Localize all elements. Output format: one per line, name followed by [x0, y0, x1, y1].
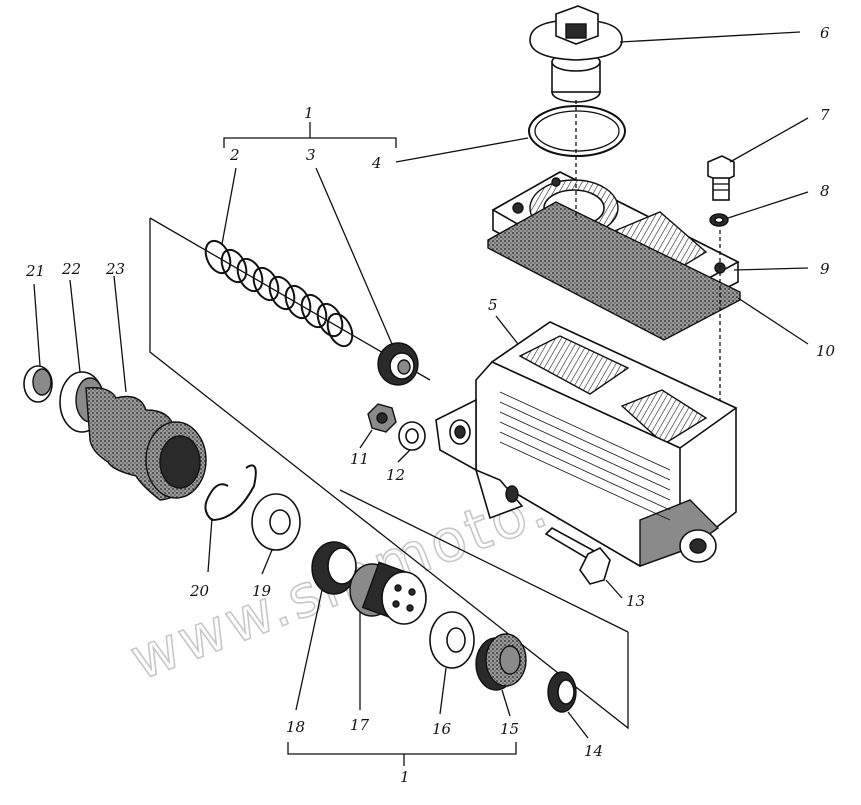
label-23: 23: [105, 260, 125, 278]
piston-washer: [429, 611, 475, 669]
secondary-cup-seal: [311, 541, 357, 595]
mounting-bolt: [544, 527, 611, 585]
valve-ring: [547, 671, 577, 713]
label-2: 2: [229, 146, 240, 164]
bracket-top: [223, 122, 397, 148]
gasket-ring: [528, 105, 626, 157]
label-12: 12: [386, 466, 405, 484]
label-1-top: 1: [304, 104, 314, 122]
rubber-boot: [85, 387, 207, 501]
label-16: 16: [432, 720, 452, 738]
label-5: 5: [488, 296, 498, 314]
cover-bolt: [707, 155, 735, 201]
return-spring: [204, 239, 354, 348]
check-valve: [377, 342, 419, 386]
label-20: 20: [189, 582, 210, 600]
primary-cup: [475, 633, 527, 691]
label-13: 13: [626, 592, 645, 610]
label-11: 11: [350, 450, 369, 468]
cylinder-body: [435, 321, 738, 567]
bolt-washer: [709, 213, 729, 227]
washer: [398, 421, 426, 451]
part-labels: 1 2 3 4 5 6 7 8 9 10 11 12 13 14 15 16 1…: [25, 24, 836, 786]
label-3: 3: [306, 146, 316, 164]
piston: [349, 561, 427, 625]
label-19: 19: [252, 582, 272, 600]
label-7: 7: [820, 106, 830, 124]
bracket-bottom: [287, 742, 517, 766]
stop-washer: [251, 493, 301, 551]
leader-lines: [33, 31, 809, 739]
label-1-bottom: 1: [400, 768, 410, 786]
label-10: 10: [816, 342, 836, 360]
label-8: 8: [820, 182, 830, 200]
label-4: 4: [371, 154, 382, 172]
retaining-ring: [23, 365, 53, 403]
label-17: 17: [350, 716, 370, 734]
circlip: [204, 464, 257, 522]
label-9: 9: [820, 260, 830, 278]
label-18: 18: [286, 718, 305, 736]
label-21: 21: [25, 262, 45, 280]
label-22: 22: [61, 260, 81, 278]
label-6: 6: [820, 24, 830, 42]
nut: [367, 403, 397, 433]
label-14: 14: [584, 742, 603, 760]
filler-cap: [529, 5, 623, 103]
label-15: 15: [500, 720, 519, 738]
